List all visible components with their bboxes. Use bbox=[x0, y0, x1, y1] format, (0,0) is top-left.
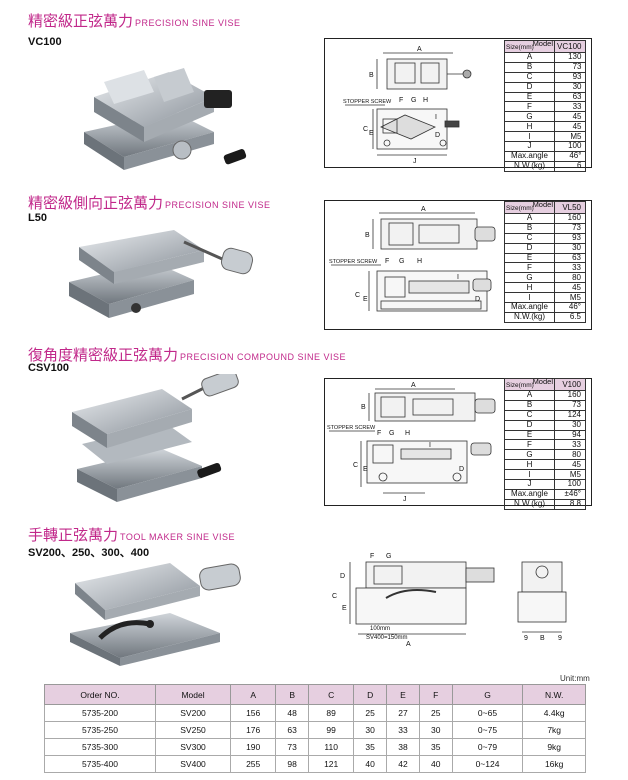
dim-g: G bbox=[399, 258, 404, 265]
dim-f: F bbox=[370, 553, 374, 560]
sv-note-sv400: SV400=150mm bbox=[366, 635, 408, 641]
dim-d: D bbox=[475, 296, 480, 303]
unit-label: Unit:mm bbox=[560, 674, 590, 683]
sv-technical-drawing: F G D C E A 9 B 9 100mm SV400=150mm bbox=[332, 553, 567, 648]
csv100-vise-photo bbox=[72, 374, 239, 502]
dim-b: B bbox=[361, 404, 366, 411]
vc100-technical-drawing: A B F G H C E I D J STOPPER SCREW bbox=[343, 46, 472, 165]
dim-e: E bbox=[363, 466, 368, 473]
dim-c: C bbox=[332, 593, 337, 600]
dim-a: A bbox=[406, 641, 411, 648]
dim-h: H bbox=[405, 430, 410, 437]
dim-h: H bbox=[423, 97, 428, 104]
dim-b: B bbox=[540, 635, 545, 642]
dim-i: I bbox=[435, 114, 437, 121]
sv-note-100mm: 100mm bbox=[370, 626, 390, 632]
dim-g: G bbox=[386, 553, 391, 560]
dim-d: D bbox=[435, 132, 440, 139]
dim-a: A bbox=[417, 46, 422, 53]
dim-j: J bbox=[413, 158, 417, 165]
dim-i: I bbox=[457, 274, 459, 281]
dim-9-right: 9 bbox=[558, 635, 562, 642]
dim-h: H bbox=[417, 258, 422, 265]
dim-f: F bbox=[385, 258, 389, 265]
l50-vise-photo bbox=[69, 230, 254, 318]
sv-spec-table: Order NO. Model A B C D E F G N.W. 5735-… bbox=[43, 684, 586, 773]
dim-d: D bbox=[459, 466, 464, 473]
dim-b: B bbox=[369, 72, 374, 79]
dim-e: E bbox=[342, 605, 347, 612]
dim-i: I bbox=[429, 442, 431, 449]
stopper-screw-label: STOPPER SCREW bbox=[327, 425, 376, 431]
section-1-model: VC100 bbox=[28, 36, 62, 48]
dim-c: C bbox=[353, 462, 358, 469]
dim-f: F bbox=[377, 430, 381, 437]
dim-c: C bbox=[363, 126, 368, 133]
dim-a: A bbox=[421, 206, 426, 213]
dim-g: G bbox=[411, 97, 416, 104]
dim-c: C bbox=[355, 292, 360, 299]
stopper-screw-label: STOPPER SCREW bbox=[329, 259, 378, 265]
dim-d: D bbox=[340, 573, 345, 580]
section-2-model: L50 bbox=[28, 212, 47, 224]
section-4-model: SV200、250、300、400 bbox=[28, 547, 150, 559]
dim-e: E bbox=[363, 296, 368, 303]
stopper-screw-label: STOPPER SCREW bbox=[343, 99, 392, 105]
dim-e: E bbox=[369, 130, 374, 137]
dim-g: G bbox=[389, 430, 394, 437]
sv-vise-photo bbox=[70, 563, 241, 666]
section-3-model: CSV100 bbox=[28, 362, 69, 374]
l50-technical-drawing: A B F G H C E I D STOPPER SCREW bbox=[329, 206, 496, 312]
dim-j: J bbox=[403, 496, 407, 503]
csv100-technical-drawing: A B F G H C E I D J STOPPER SCREW bbox=[327, 382, 496, 503]
dim-a: A bbox=[411, 382, 416, 389]
dim-9-left: 9 bbox=[524, 635, 528, 642]
dim-f: F bbox=[399, 97, 403, 104]
dim-b: B bbox=[365, 232, 370, 239]
table-header-row: Order NO. Model A B C D E F G N.W. bbox=[43, 684, 586, 705]
vc100-vise-photo bbox=[84, 68, 247, 170]
